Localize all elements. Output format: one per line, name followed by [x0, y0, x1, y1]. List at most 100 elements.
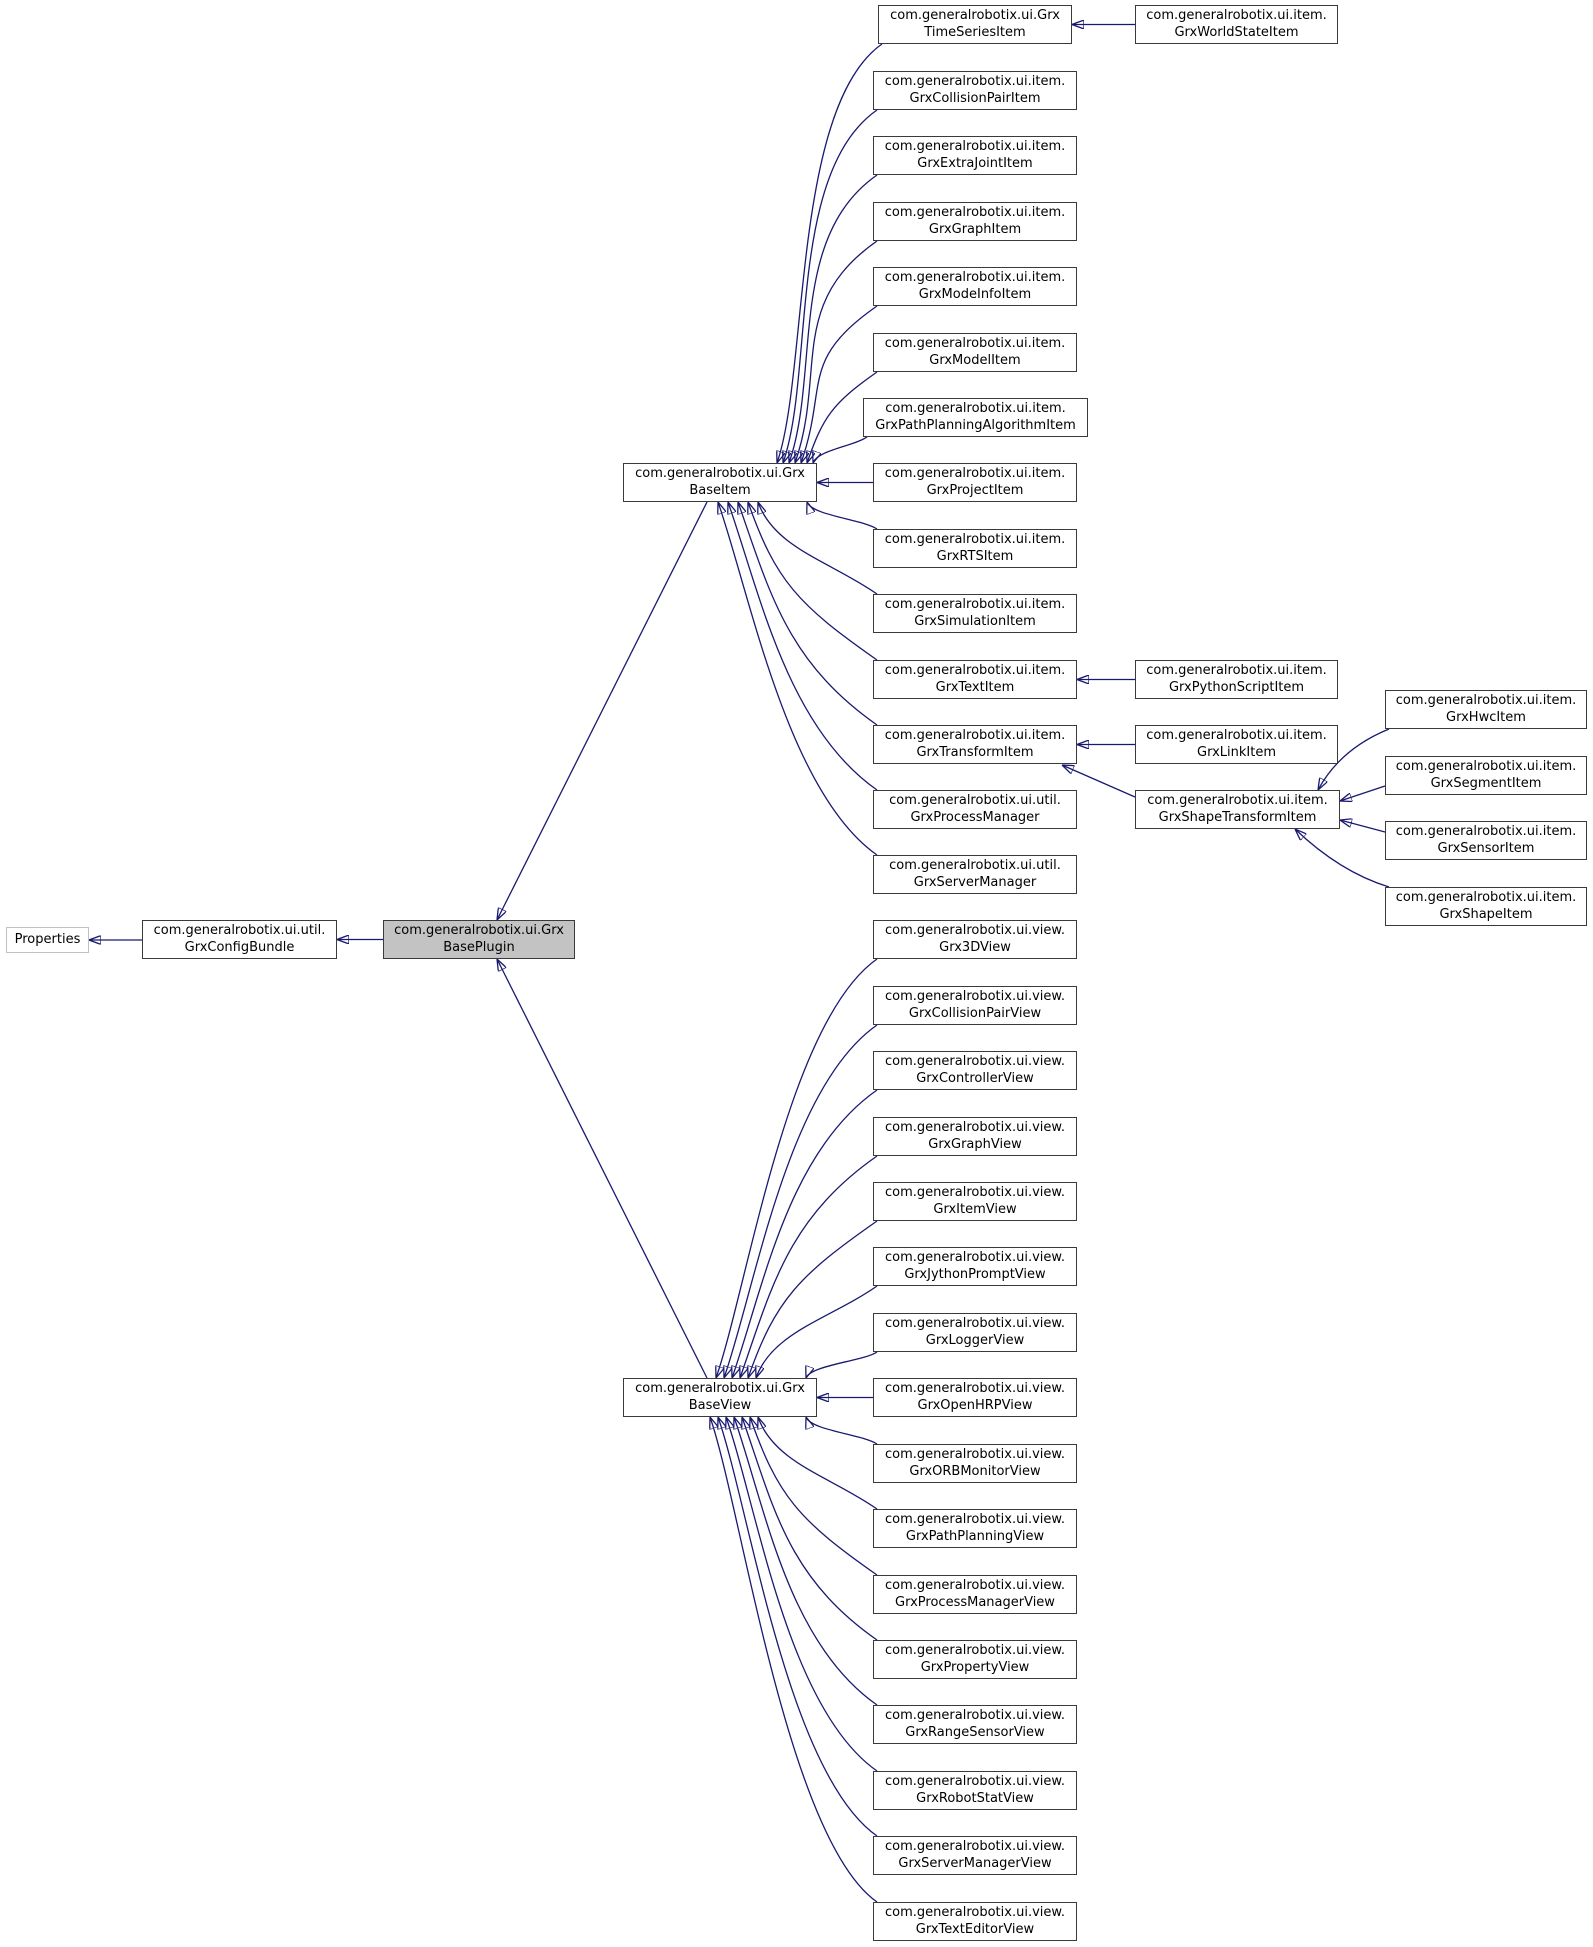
class-node-Grx3DView[interactable]: com.generalrobotix.ui.view.Grx3DView	[873, 920, 1077, 959]
class-node-GrxLinkItem[interactable]: com.generalrobotix.ui.item.GrxLinkItem	[1135, 725, 1338, 764]
classname-label: Properties	[14, 931, 81, 947]
class-node-Properties: Properties	[6, 927, 89, 953]
class-node-GrxShapeTransformItem[interactable]: com.generalrobotix.ui.item.GrxShapeTrans…	[1135, 790, 1340, 829]
class-node-GrxTransformItem[interactable]: com.generalrobotix.ui.item.GrxTransformI…	[873, 725, 1077, 764]
classname-label: GrxCollisionPairView	[908, 1005, 1042, 1021]
classname-label: GrxHwcItem	[1446, 709, 1526, 725]
edge-GrxSimulationItem-to-GrxBaseItem	[758, 502, 878, 595]
class-node-GrxHwcItem[interactable]: com.generalrobotix.ui.item.GrxHwcItem	[1385, 690, 1587, 729]
edge-GrxPathPlanningView-to-GrxBaseView	[758, 1417, 878, 1510]
edge-GrxGraphView-to-GrxBaseView	[740, 1155, 878, 1378]
edge-GrxCollisionPairView-to-GrxBaseView	[724, 1024, 878, 1378]
classname-label: GrxPathPlanningAlgorithmItem	[875, 417, 1076, 433]
class-node-GrxOpenHRPView[interactable]: com.generalrobotix.ui.view.GrxOpenHRPVie…	[873, 1378, 1077, 1417]
class-node-GrxGraphItem[interactable]: com.generalrobotix.ui.item.GrxGraphItem	[873, 202, 1077, 241]
classname-label: GrxLinkItem	[1197, 744, 1276, 760]
edge-GrxBaseView-to-GrxBasePlugin	[497, 959, 708, 1379]
class-node-GrxLoggerView[interactable]: com.generalrobotix.ui.view.GrxLoggerView	[873, 1313, 1077, 1352]
class-node-GrxModelItem[interactable]: com.generalrobotix.ui.item.GrxModelItem	[873, 333, 1077, 372]
package-label: com.generalrobotix.ui.item.	[884, 205, 1066, 220]
edge-GrxTransformItem-to-GrxBaseItem	[738, 502, 878, 726]
package-label: com.generalrobotix.ui.Grx	[635, 466, 805, 481]
classname-label: GrxCollisionPairItem	[909, 90, 1041, 106]
class-node-GrxRTSItem[interactable]: com.generalrobotix.ui.item.GrxRTSItem	[873, 529, 1077, 568]
classname-label: GrxModeInfoItem	[918, 286, 1032, 302]
classname-label: GrxGraphItem	[928, 221, 1022, 237]
class-node-GrxPathPlanningView[interactable]: com.generalrobotix.ui.view.GrxPathPlanni…	[873, 1509, 1077, 1548]
class-node-GrxSimulationItem[interactable]: com.generalrobotix.ui.item.GrxSimulation…	[873, 594, 1077, 633]
package-label: com.generalrobotix.ui.item.	[884, 139, 1066, 154]
class-node-GrxControllerView[interactable]: com.generalrobotix.ui.view.GrxController…	[873, 1051, 1077, 1090]
edge-GrxServerManager-to-GrxBaseItem	[718, 502, 878, 856]
classname-label: GrxGraphView	[928, 1136, 1022, 1152]
classname-label: GrxRTSItem	[936, 548, 1014, 564]
classname-label: GrxRobotStatView	[916, 1790, 1034, 1806]
class-node-GrxRangeSensorView[interactable]: com.generalrobotix.ui.view.GrxRangeSenso…	[873, 1705, 1077, 1744]
classname-label: GrxExtraJointItem	[917, 155, 1033, 171]
package-label: com.generalrobotix.ui.item.	[1146, 8, 1327, 23]
package-label: com.generalrobotix.ui.view.	[885, 1643, 1065, 1658]
class-node-GrxPythonScriptItem[interactable]: com.generalrobotix.ui.item.GrxPythonScri…	[1135, 660, 1338, 699]
classname-label: GrxItemView	[933, 1201, 1017, 1217]
package-label: com.generalrobotix.ui.view.	[885, 1578, 1065, 1593]
package-label: com.generalrobotix.ui.view.	[885, 989, 1065, 1004]
package-label: com.generalrobotix.ui.view.	[885, 1381, 1065, 1396]
package-label: com.generalrobotix.ui.item.	[884, 597, 1066, 612]
class-node-GrxModeInfoItem[interactable]: com.generalrobotix.ui.item.GrxModeInfoIt…	[873, 267, 1077, 306]
package-label: com.generalrobotix.ui.view.	[885, 1316, 1065, 1331]
edge-GrxGraphItem-to-GrxBaseItem	[795, 240, 878, 463]
edge-GrxShapeTransformItem-to-GrxTransformItem	[1062, 765, 1136, 798]
class-node-GrxCollisionPairItem[interactable]: com.generalrobotix.ui.item.GrxCollisionP…	[873, 71, 1077, 110]
edge-Grx3DView-to-GrxBaseView	[716, 958, 878, 1378]
classname-label: GrxShapeTransformItem	[1158, 809, 1317, 825]
edge-GrxRTSItem-to-GrxBaseItem	[807, 502, 878, 530]
classname-label: GrxProcessManagerView	[895, 1594, 1055, 1610]
edge-GrxExtraJointItem-to-GrxBaseItem	[789, 174, 878, 463]
edge-GrxTextItem-to-GrxBaseItem	[748, 502, 878, 661]
classname-label: GrxORBMonitorView	[909, 1463, 1041, 1479]
classname-label: GrxShapeItem	[1439, 906, 1533, 922]
edge-GrxProcessManagerView-to-GrxBaseView	[750, 1417, 878, 1576]
class-node-GrxProcessManagerView[interactable]: com.generalrobotix.ui.view.GrxProcessMan…	[873, 1575, 1077, 1614]
class-node-GrxPropertyView[interactable]: com.generalrobotix.ui.view.GrxPropertyVi…	[873, 1640, 1077, 1679]
class-node-GrxItemView[interactable]: com.generalrobotix.ui.view.GrxItemView	[873, 1182, 1077, 1221]
class-node-GrxRobotStatView[interactable]: com.generalrobotix.ui.view.GrxRobotStatV…	[873, 1771, 1077, 1810]
class-node-GrxGraphView[interactable]: com.generalrobotix.ui.view.GrxGraphView	[873, 1117, 1077, 1156]
class-node-GrxExtraJointItem[interactable]: com.generalrobotix.ui.item.GrxExtraJoint…	[873, 136, 1077, 175]
class-node-GrxSegmentItem[interactable]: com.generalrobotix.ui.item.GrxSegmentIte…	[1385, 756, 1587, 795]
classname-label: GrxSimulationItem	[914, 613, 1036, 629]
package-label: com.generalrobotix.ui.view.	[885, 1708, 1065, 1723]
package-label: com.generalrobotix.ui.item.	[884, 728, 1066, 743]
class-node-GrxWorldStateItem[interactable]: com.generalrobotix.ui.item.GrxWorldState…	[1135, 5, 1338, 44]
class-node-GrxProcessManager[interactable]: com.generalrobotix.ui.util.GrxProcessMan…	[873, 790, 1077, 829]
class-node-GrxPathPlanningAlgorithmItem[interactable]: com.generalrobotix.ui.item.GrxPathPlanni…	[863, 398, 1088, 437]
package-label: com.generalrobotix.ui.item.	[884, 74, 1066, 89]
class-node-GrxShapeItem[interactable]: com.generalrobotix.ui.item.GrxShapeItem	[1385, 887, 1587, 926]
package-label: com.generalrobotix.ui.Grx	[394, 923, 564, 938]
class-node-GrxTextEditorView[interactable]: com.generalrobotix.ui.view.GrxTextEditor…	[873, 1902, 1077, 1941]
package-label: com.generalrobotix.ui.util.	[153, 923, 326, 938]
class-node-GrxProjectItem[interactable]: com.generalrobotix.ui.item.GrxProjectIte…	[873, 463, 1077, 502]
class-node-GrxTextItem[interactable]: com.generalrobotix.ui.item.GrxTextItem	[873, 660, 1077, 699]
classname-label: GrxServerManagerView	[898, 1855, 1052, 1871]
package-label: com.generalrobotix.ui.view.	[885, 1447, 1065, 1462]
class-node-GrxCollisionPairView[interactable]: com.generalrobotix.ui.view.GrxCollisionP…	[873, 986, 1077, 1025]
edge-GrxSensorItem-to-GrxShapeTransformItem	[1340, 820, 1386, 833]
class-node-GrxServerManagerView[interactable]: com.generalrobotix.ui.view.GrxServerMana…	[873, 1836, 1077, 1875]
classname-label: GrxOpenHRPView	[917, 1397, 1033, 1413]
classname-label: GrxTransformItem	[916, 744, 1034, 760]
class-node-GrxServerManager[interactable]: com.generalrobotix.ui.util.GrxServerMana…	[873, 855, 1077, 894]
edge-GrxPropertyView-to-GrxBaseView	[742, 1417, 878, 1641]
edge-GrxShapeItem-to-GrxShapeTransformItem	[1295, 829, 1390, 888]
class-node-GrxJythonPromptView[interactable]: com.generalrobotix.ui.view.GrxJythonProm…	[873, 1247, 1077, 1286]
class-node-GrxSensorItem[interactable]: com.generalrobotix.ui.item.GrxSensorItem	[1385, 821, 1587, 860]
edge-GrxCollisionPairItem-to-GrxBaseItem	[783, 109, 878, 463]
classname-label: GrxPropertyView	[920, 1659, 1030, 1675]
class-node-GrxORBMonitorView[interactable]: com.generalrobotix.ui.view.GrxORBMonitor…	[873, 1444, 1077, 1483]
class-node-GrxConfigBundle[interactable]: com.generalrobotix.ui.util.GrxConfigBund…	[142, 920, 337, 959]
